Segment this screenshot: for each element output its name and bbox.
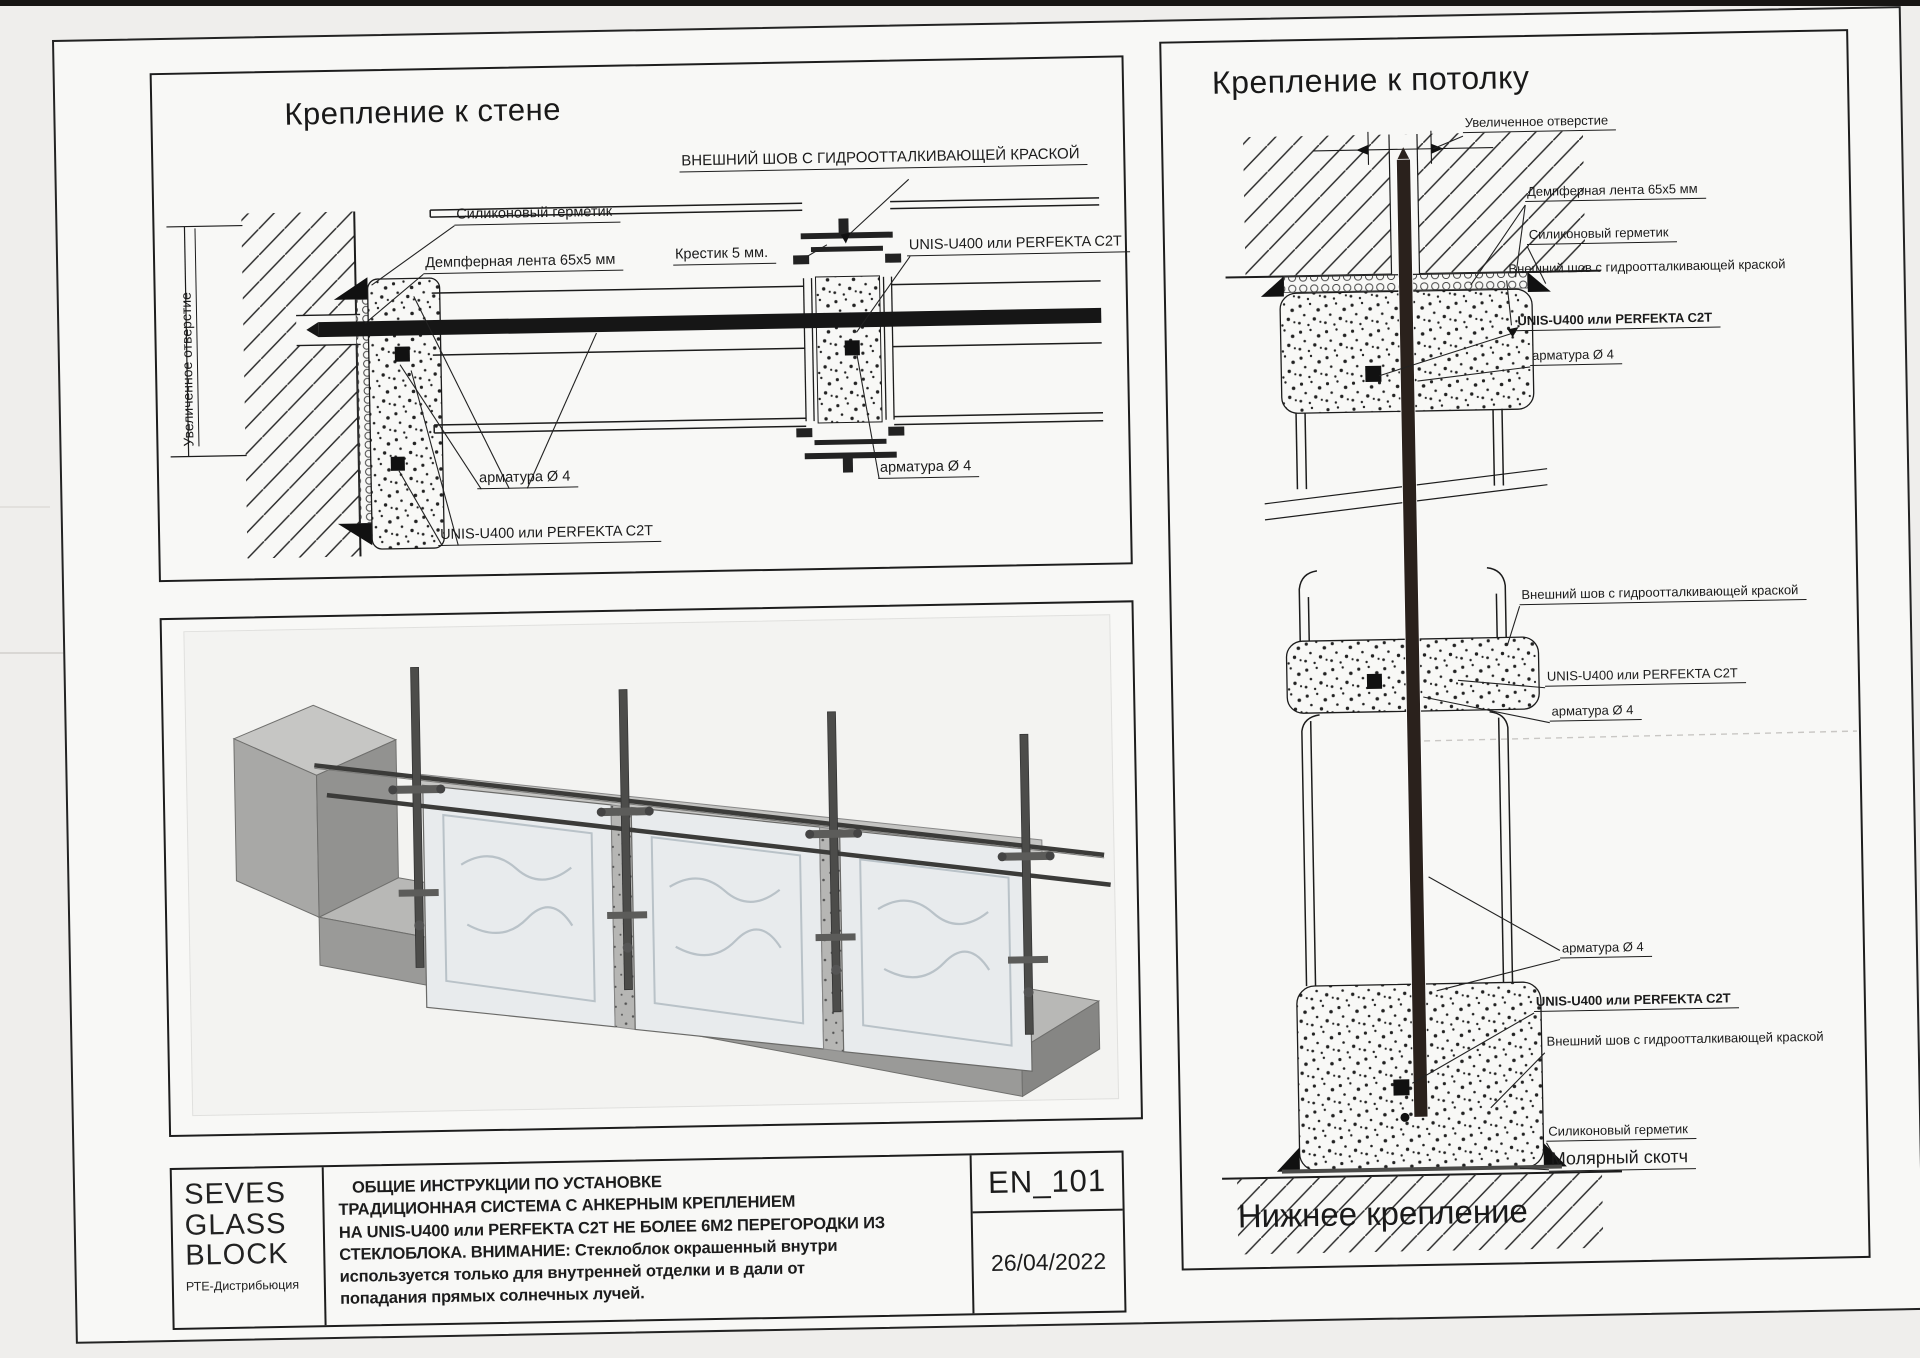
leader-lines (1379, 135, 1561, 1171)
assembly-3d-illustration-panel (159, 600, 1143, 1138)
brand-logo: SEVES GLASS BLOCK РТЕ-Дистрибьюция (171, 1167, 327, 1328)
general-instructions: ОБЩИЕ ИНСТРУКЦИИ ПО УСТАНОВКЕ ТРАДИЦИОНН… (323, 1155, 975, 1326)
label-silicone-sealant: Силиконовый герметик (1526, 224, 1677, 245)
wall-section-drawing (166, 178, 1104, 559)
ceiling-section-drawing (1222, 130, 1857, 1255)
leader-lines (364, 178, 911, 547)
horizontal-rebar-rods (314, 763, 1111, 887)
glass-block-lines (429, 197, 1104, 434)
label-spacer-cross: Крестик 5 мм. (672, 245, 777, 266)
label-enlarged-hole: Увеличенное отверстие (176, 228, 200, 447)
label-damper-tape: Демпферная лента 65х5 мм (1524, 181, 1706, 202)
label-rebar-mid: арматура Ø 4 (1549, 702, 1642, 722)
vertical-joint (793, 218, 905, 473)
doc-info: EN_101 26/04/2022 (971, 1152, 1125, 1314)
glass-block-seg2 (1298, 567, 1507, 642)
leader-arrow (840, 232, 851, 244)
silicone-sealant-wedges (1260, 272, 1551, 297)
brand-subtitle: РТЕ-Дистрибьюция (185, 1277, 300, 1294)
concrete-wall-block (232, 704, 399, 919)
masking-tape (1281, 1164, 1562, 1174)
document-code: EN_101 (971, 1152, 1123, 1214)
label-rebar-left: арматура Ø 4 (476, 469, 579, 490)
title-block: SEVES GLASS BLOCK РТЕ-Дистрибьюция ОБЩИЕ… (169, 1150, 1127, 1331)
label-damper-tape: Демпферная лента 65х5 мм (423, 252, 624, 275)
label-rebar-bottom: арматура Ø 4 (1559, 939, 1652, 959)
silicone-sealant-wedges-bottom (1276, 1142, 1567, 1172)
silicone-sealant-wedges (333, 277, 373, 546)
dim-arrow-right (1431, 143, 1444, 154)
scanner-edge-artifact (0, 0, 1920, 6)
label-rebar-right: арматура Ø 4 (877, 458, 980, 480)
brand-line: SEVES (183, 1176, 287, 1211)
label-masking-tape: Молярный скотч (1548, 1146, 1697, 1172)
floor-hatch (1222, 1170, 1623, 1255)
brand-line: BLOCK (185, 1238, 289, 1273)
glass-block-seg3 (1301, 711, 1514, 987)
wall-attachment-panel: Крепление к стене Увеличенное отверстие … (149, 55, 1133, 583)
brand-line: GLASS (184, 1207, 287, 1242)
label-rebar: арматура Ø 4 (1529, 346, 1623, 366)
dim-arrow-left (1356, 144, 1369, 155)
scan-artifact-line (1424, 730, 1857, 742)
scan-artifact-line (0, 506, 50, 508)
label-enlarged-hole: Увеличенное отверстие (1462, 112, 1617, 133)
mortar-column (366, 277, 445, 550)
wall-panel-title: Крепление к стене (284, 91, 562, 132)
label-silicone-sealant: Силиконовый герметик (454, 204, 621, 226)
ceiling-panel-title: Крепление к потолку (1211, 58, 1530, 101)
leader-arrow (1507, 327, 1519, 338)
dimension-lines (166, 224, 247, 458)
spacer-cross-bottom (796, 426, 905, 473)
assembly-3d-illustration (183, 614, 1120, 1117)
bottom-attachment-title: Нижнее крепление (1237, 1192, 1529, 1235)
scan-artifact-line (0, 652, 96, 654)
ceiling-attachment-panel: Крепление к потолку Увеличенное отверсти… (1159, 29, 1871, 1271)
wall-hatch (241, 211, 362, 559)
glass-block-seg1 (1295, 409, 1505, 490)
anchor-bolt (1396, 147, 1429, 1118)
anchor-posts (388, 666, 1055, 1035)
rebar-bar (306, 307, 1102, 338)
document-date: 26/04/2022 (990, 1247, 1107, 1276)
label-silicone-bottom: Силиконовый герметик (1546, 1121, 1697, 1142)
scanned-sheet: Крепление к стене Увеличенное отверстие … (52, 6, 1920, 1344)
glass-blocks (422, 784, 1033, 1072)
